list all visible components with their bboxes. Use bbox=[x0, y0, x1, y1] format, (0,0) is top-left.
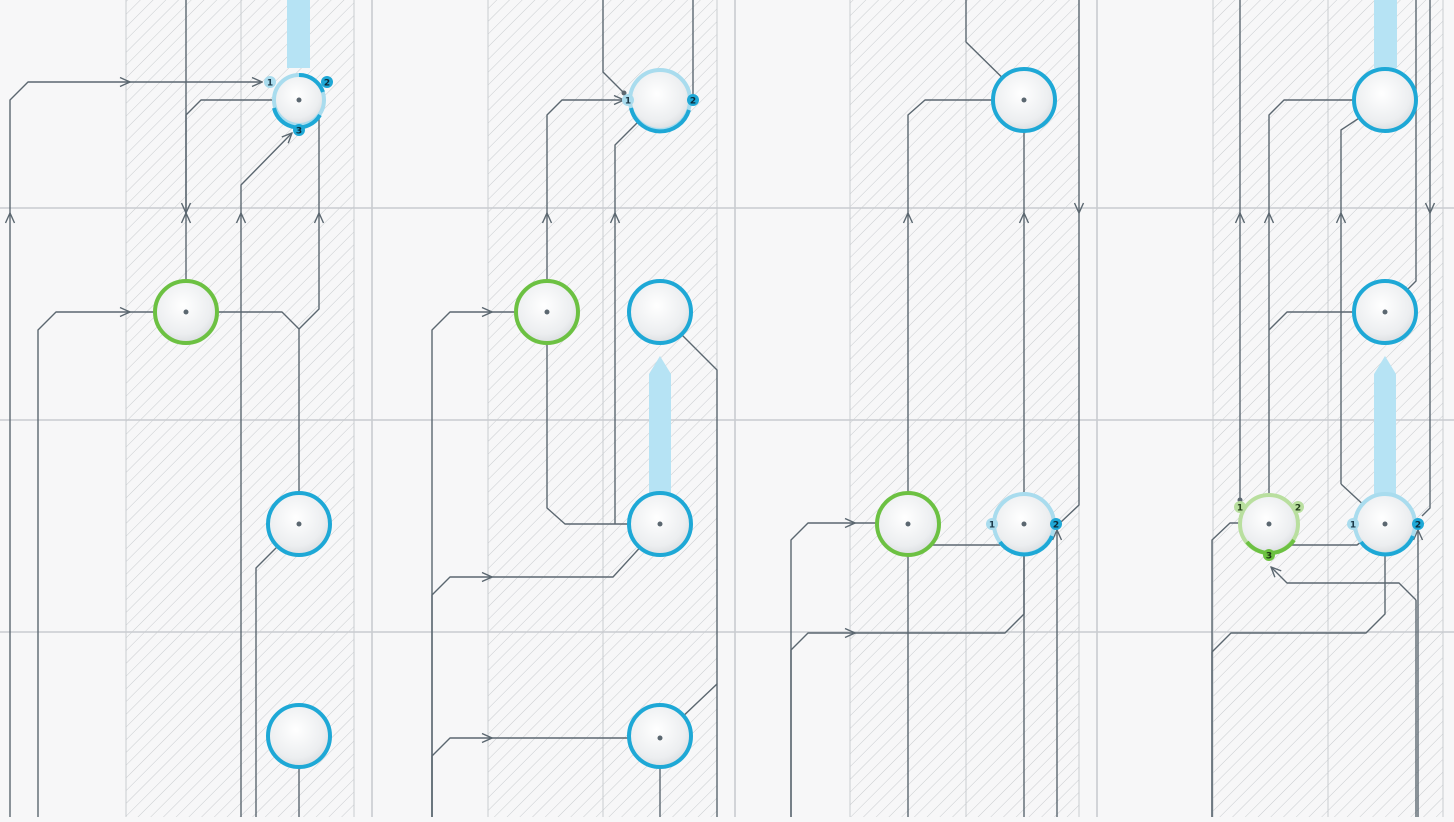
blue-node[interactable] bbox=[266, 703, 332, 769]
port-badge: 1 bbox=[1347, 518, 1359, 531]
blue-node[interactable] bbox=[1352, 67, 1418, 133]
node-centers bbox=[183, 97, 1388, 741]
port-badge: 1 bbox=[622, 94, 634, 107]
wire bbox=[1060, 213, 1080, 523]
svg-text:1: 1 bbox=[1350, 521, 1356, 531]
blue-node[interactable] bbox=[627, 279, 693, 345]
wire bbox=[431, 577, 492, 817]
wire bbox=[1271, 567, 1417, 601]
svg-text:3: 3 bbox=[296, 127, 302, 137]
lane-hatched bbox=[850, 0, 1079, 817]
wire bbox=[185, 100, 298, 213]
wire bbox=[240, 133, 292, 213]
wire bbox=[298, 213, 319, 330]
port-badge: 3 bbox=[1263, 549, 1275, 562]
port-badge: 1 bbox=[1234, 501, 1246, 514]
svg-text:2: 2 bbox=[1415, 521, 1421, 531]
port-badge: 1 bbox=[264, 76, 276, 89]
port-badge: 1 bbox=[986, 518, 998, 531]
wire bbox=[431, 312, 492, 817]
svg-text:1: 1 bbox=[1237, 504, 1243, 514]
port-badge: 2 bbox=[1050, 518, 1062, 531]
flow-bands bbox=[287, 0, 1397, 494]
wire bbox=[546, 312, 657, 524]
svg-text:1: 1 bbox=[625, 97, 631, 107]
wire bbox=[602, 0, 625, 94]
wire bbox=[855, 528, 1025, 634]
lane-hatched bbox=[126, 0, 354, 817]
swimlanes bbox=[126, 0, 1443, 817]
wire bbox=[37, 312, 130, 817]
wire bbox=[1211, 528, 1386, 817]
wire bbox=[192, 311, 300, 524]
flow-band bbox=[1374, 356, 1396, 494]
svg-text:2: 2 bbox=[324, 79, 330, 89]
svg-text:3: 3 bbox=[1266, 552, 1272, 562]
wire bbox=[790, 633, 855, 817]
svg-text:2: 2 bbox=[690, 97, 696, 107]
port-badge: 3 bbox=[293, 124, 305, 137]
port-badge: 2 bbox=[321, 76, 333, 89]
merge-node[interactable] bbox=[272, 72, 326, 130]
port-badge: 2 bbox=[1412, 518, 1424, 531]
svg-text:2: 2 bbox=[1053, 521, 1059, 531]
svg-text:1: 1 bbox=[267, 79, 273, 89]
flow-band bbox=[649, 356, 671, 494]
wire bbox=[546, 100, 624, 213]
wire bbox=[790, 523, 855, 817]
flow-band bbox=[1374, 0, 1397, 68]
svg-text:2: 2 bbox=[1295, 504, 1301, 514]
port-badge: 2 bbox=[687, 94, 699, 107]
wire bbox=[9, 82, 130, 213]
nodes: 1 2 3 1 2 1 2 bbox=[153, 67, 1424, 769]
wire bbox=[1421, 213, 1431, 517]
wire bbox=[907, 100, 1021, 213]
wire bbox=[431, 738, 492, 817]
flow-band bbox=[287, 0, 310, 68]
svg-text:1: 1 bbox=[989, 521, 995, 531]
port-badge: 2 bbox=[1292, 501, 1304, 514]
wire bbox=[1268, 100, 1381, 213]
